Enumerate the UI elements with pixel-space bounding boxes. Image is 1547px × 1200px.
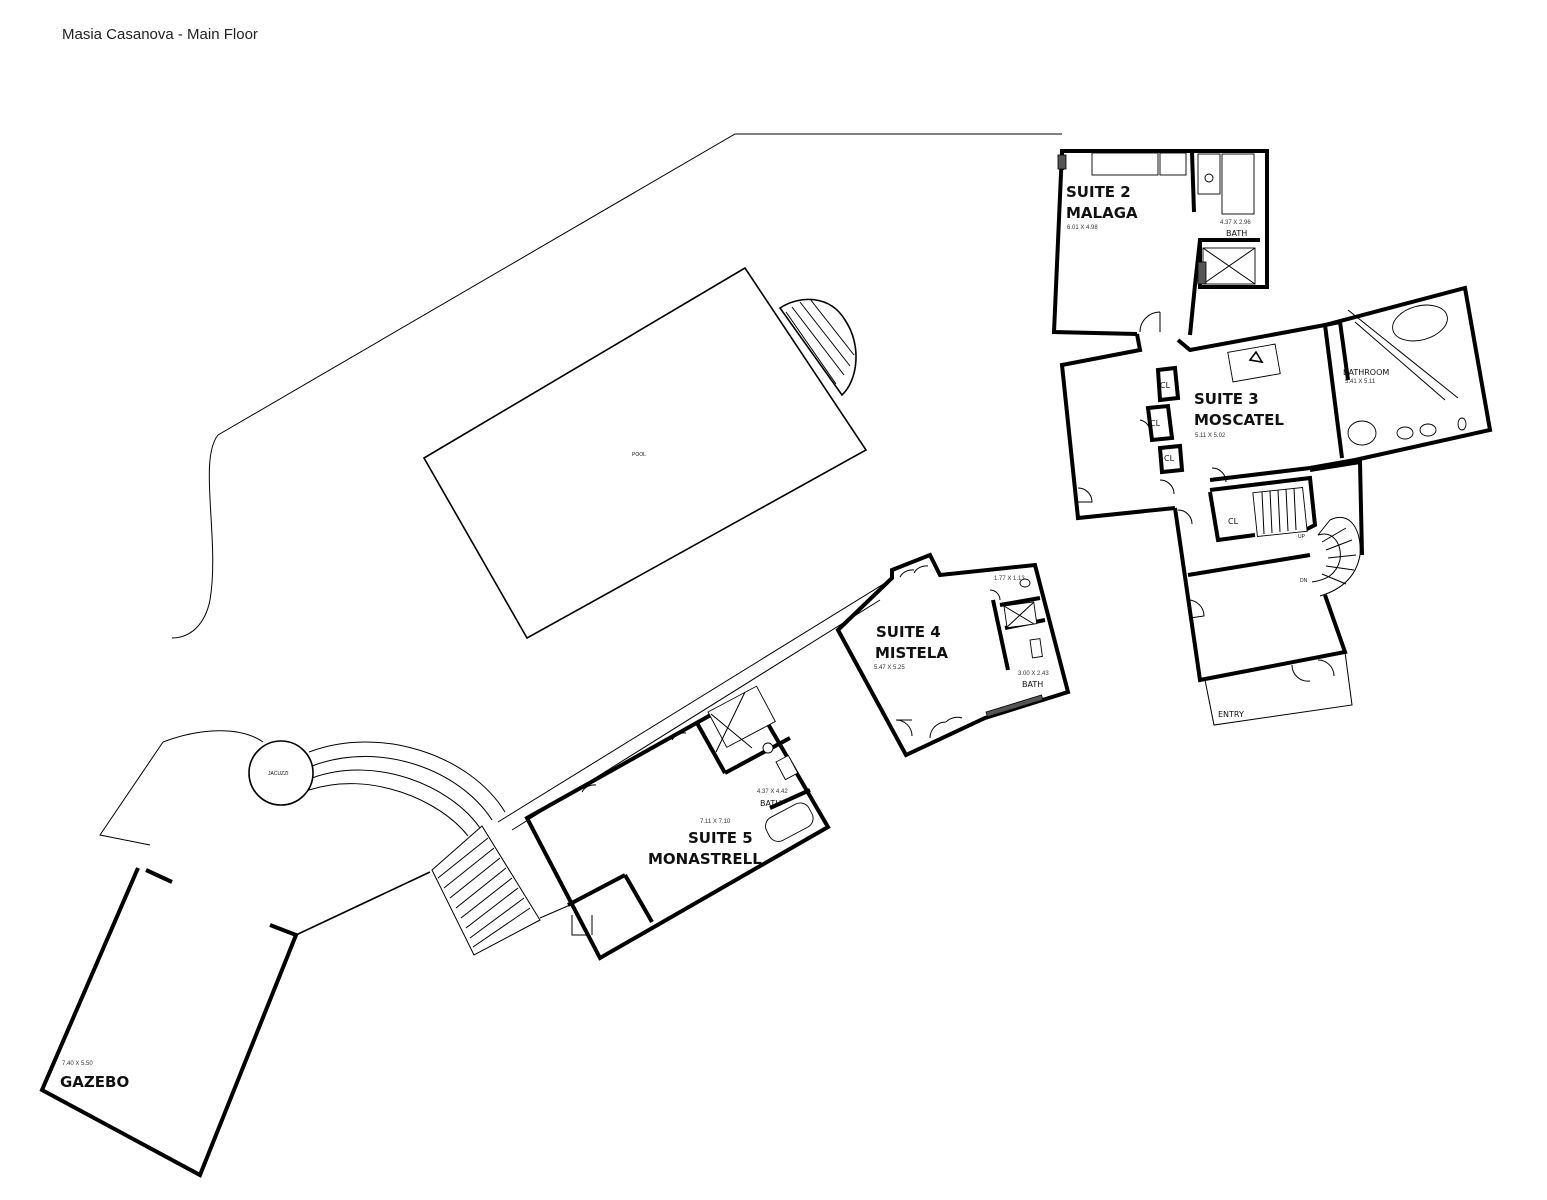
jacuzzi-area: JACUZZI (99, 579, 891, 956)
closet-label-1: CL (1160, 381, 1171, 390)
closet-label-3: CL (1164, 454, 1175, 463)
suite-5-dims: 7.11 X 7.10 (700, 819, 731, 825)
stair-down-label: DN (1300, 578, 1308, 584)
page-title: Masia Casanova - Main Floor (62, 26, 258, 43)
suite-3-bathroom-name: BATHROOM (1343, 368, 1389, 377)
suite-2-dims: 6.01 X 4.98 (1067, 225, 1098, 231)
suite-3-name-2: MOSCATEL (1194, 411, 1284, 429)
hall-entry: CL UP DN ENTRY (1173, 459, 1364, 726)
suite-4-bath-dims: 3.00 X 2.43 (1018, 671, 1049, 677)
gazebo-dims: 7.40 X 5.50 (62, 1061, 93, 1067)
suite-3-dims: 5.11 X 5.02 (1195, 433, 1226, 439)
suite-2-bath-name: BATH (1226, 229, 1247, 238)
suite-3-bathroom-dims: 5.41 X 5.11 (1345, 379, 1376, 385)
suite-2-name-1: SUITE 2 (1066, 183, 1131, 201)
suite-5: 4.37 X 4.42 BATH 7.11 X 7.10 SUITE 5 MON… (524, 685, 831, 961)
suite-4: 1.77 X 1.13 SUITE 4 MISTELA 5.47 X 5.25 … (835, 552, 1071, 758)
suite-4-bath-name: BATH (1022, 680, 1043, 689)
stair-up-label: UP (1298, 534, 1306, 540)
gazebo: 7.40 X 5.50 GAZEBO (39, 867, 431, 1178)
gazebo-name: GAZEBO (60, 1073, 129, 1091)
suite-3: CL CL CL SUITE 3 MOSCATEL 5.11 X 5.02 BA… (1059, 285, 1493, 521)
suite-4-name-1: SUITE 4 (876, 623, 941, 641)
suite-4-name-2: MISTELA (875, 644, 948, 662)
suite-2-bath-dims: 4.37 X 2.96 (1220, 220, 1251, 226)
suite-2: SUITE 2 MALAGA 6.01 X 4.98 4.37 X 2.96 B… (1051, 149, 1269, 336)
suite-4-dims: 5.47 X 5.25 (874, 665, 905, 671)
suite-5-bath-dims: 4.37 X 4.42 (757, 789, 788, 795)
pool: POOL (422, 266, 868, 640)
suite-5-name-2: MONASTRELL (648, 850, 762, 868)
entry-label: ENTRY (1218, 710, 1244, 719)
suite-5-name-1: SUITE 5 (688, 829, 753, 847)
pool-label: POOL (632, 452, 646, 458)
jacuzzi-label: JACUZZI (268, 771, 289, 777)
suite-5-bath-name: BATH (760, 799, 781, 808)
suite-4-wc-dims: 1.77 X 1.13 (994, 576, 1025, 582)
closet-label-4: CL (1228, 517, 1239, 526)
terrace-outline (171, 133, 1062, 639)
suite-2-name-2: MALAGA (1066, 204, 1138, 222)
suite-3-name-1: SUITE 3 (1194, 390, 1259, 408)
closet-label-2: CL (1150, 419, 1161, 428)
